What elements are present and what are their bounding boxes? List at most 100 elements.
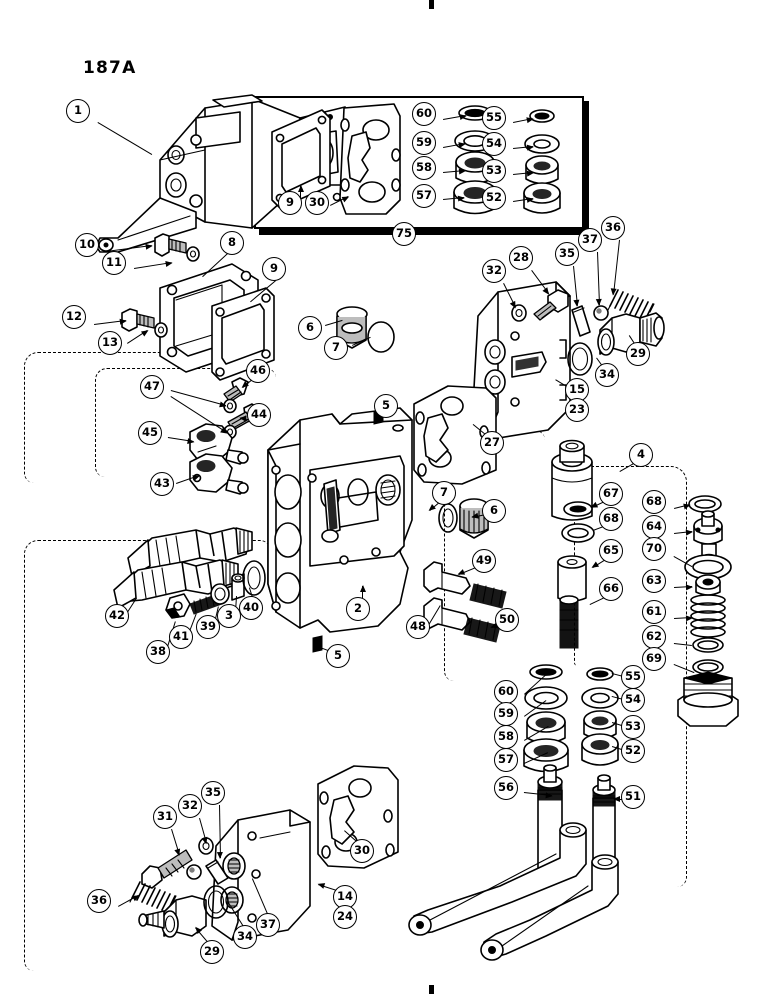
callout-66[interactable]: 66	[599, 577, 623, 601]
leader-line-56	[523, 792, 552, 796]
callout-55b[interactable]: 55	[621, 665, 645, 689]
callout-53b[interactable]: 53	[621, 715, 645, 739]
leader-line-59b	[524, 700, 547, 717]
callout-69[interactable]: 69	[642, 647, 666, 671]
callout-54b[interactable]: 54	[621, 688, 645, 712]
callout-9a[interactable]: 9	[262, 257, 286, 281]
callout-28[interactable]: 28	[509, 246, 533, 270]
callout-13[interactable]: 13	[98, 331, 122, 355]
leader-line-7a	[352, 337, 371, 346]
callout-50[interactable]: 50	[495, 608, 519, 632]
page-number: 187A	[83, 58, 137, 78]
callout-52a[interactable]: 52	[482, 186, 506, 210]
callout-55a[interactable]: 55	[482, 106, 506, 130]
callout-12[interactable]: 12	[62, 305, 86, 329]
callout-32a[interactable]: 32	[482, 259, 506, 283]
part-37-ball-detent	[593, 305, 609, 321]
callout-34b[interactable]: 34	[233, 925, 257, 949]
callout-58a[interactable]: 58	[412, 156, 436, 180]
part-63-seat-relief	[695, 574, 721, 596]
callout-23[interactable]: 23	[565, 398, 589, 422]
callout-40[interactable]: 40	[239, 596, 263, 620]
callout-36a[interactable]: 36	[601, 216, 625, 240]
callout-60a[interactable]: 60	[412, 102, 436, 126]
callout-6a[interactable]: 6	[298, 316, 322, 340]
leader-line-48	[428, 605, 441, 626]
callout-60b[interactable]: 60	[494, 680, 518, 704]
callout-65[interactable]: 65	[599, 539, 623, 563]
callout-5b[interactable]: 5	[326, 644, 350, 668]
callout-45[interactable]: 45	[138, 421, 162, 445]
callout-75[interactable]: 75	[392, 222, 416, 246]
callout-68a[interactable]: 68	[599, 507, 623, 531]
callout-42[interactable]: 42	[105, 604, 129, 628]
callout-32b[interactable]: 32	[178, 794, 202, 818]
callout-30b[interactable]: 30	[350, 839, 374, 863]
callout-6b[interactable]: 6	[482, 499, 506, 523]
leader-line-35a	[573, 266, 578, 307]
callout-2[interactable]: 2	[346, 597, 370, 621]
callout-37a[interactable]: 37	[578, 228, 602, 252]
callout-51[interactable]: 51	[621, 785, 645, 809]
callout-49[interactable]: 49	[472, 549, 496, 573]
registration-mark-top	[429, 0, 434, 9]
kit-box-shadow-right	[584, 101, 589, 235]
callout-37b[interactable]: 37	[256, 913, 280, 937]
callout-30a[interactable]: 30	[305, 191, 329, 215]
callout-57a[interactable]: 57	[412, 184, 436, 208]
part-68-o-ring-right	[688, 495, 722, 513]
callout-1[interactable]: 1	[66, 99, 90, 123]
callout-36b[interactable]: 36	[87, 889, 111, 913]
registration-mark-bottom	[429, 985, 434, 994]
callout-7a[interactable]: 7	[324, 336, 348, 360]
callout-64[interactable]: 64	[642, 515, 666, 539]
callout-9b[interactable]: 9	[278, 191, 302, 215]
callout-63[interactable]: 63	[642, 569, 666, 593]
leader-line-57b	[524, 752, 549, 764]
callout-38[interactable]: 38	[146, 640, 170, 664]
callout-56[interactable]: 56	[494, 776, 518, 800]
callout-34a[interactable]: 34	[595, 363, 619, 387]
callout-58b[interactable]: 58	[494, 725, 518, 749]
callout-53a[interactable]: 53	[482, 159, 506, 183]
callout-39[interactable]: 39	[196, 615, 220, 639]
callout-4[interactable]: 4	[629, 443, 653, 467]
callout-27[interactable]: 27	[480, 431, 504, 455]
callout-11[interactable]: 11	[102, 251, 126, 275]
callout-67[interactable]: 67	[599, 482, 623, 506]
callout-35b[interactable]: 35	[201, 781, 225, 805]
callout-31[interactable]: 31	[153, 805, 177, 829]
callout-29a[interactable]: 29	[626, 342, 650, 366]
callout-47[interactable]: 47	[140, 375, 164, 399]
callout-5a[interactable]: 5	[374, 394, 398, 418]
part-plug-relief-hex	[677, 671, 739, 727]
callout-7b[interactable]: 7	[432, 481, 456, 505]
kit-box-shadow-bottom	[259, 229, 589, 235]
callout-43[interactable]: 43	[150, 472, 174, 496]
callout-44[interactable]: 44	[247, 403, 271, 427]
leader-line-9a	[250, 280, 276, 302]
callout-52b[interactable]: 52	[621, 739, 645, 763]
callout-8[interactable]: 8	[220, 231, 244, 255]
callout-46[interactable]: 46	[246, 359, 270, 383]
callout-59b[interactable]: 59	[494, 702, 518, 726]
callout-35a[interactable]: 35	[555, 242, 579, 266]
callout-61[interactable]: 61	[642, 600, 666, 624]
callout-29b[interactable]: 29	[200, 940, 224, 964]
part-10-11-screw-washer	[154, 233, 200, 262]
group-guide-links	[24, 352, 265, 483]
callout-62[interactable]: 62	[642, 625, 666, 649]
callout-41[interactable]: 41	[169, 625, 193, 649]
part-15-23-end-cap-housing	[471, 281, 571, 441]
leader-line-8	[202, 251, 230, 277]
callout-24[interactable]: 24	[333, 905, 357, 929]
callout-54a[interactable]: 54	[482, 132, 506, 156]
callout-57b[interactable]: 57	[494, 748, 518, 772]
callout-48[interactable]: 48	[406, 615, 430, 639]
part-34-o-ring-adapter	[567, 342, 593, 376]
callout-59a[interactable]: 59	[412, 131, 436, 155]
callout-68b[interactable]: 68	[642, 490, 666, 514]
callout-10[interactable]: 10	[75, 233, 99, 257]
callout-70[interactable]: 70	[642, 537, 666, 561]
callout-3[interactable]: 3	[217, 604, 241, 628]
